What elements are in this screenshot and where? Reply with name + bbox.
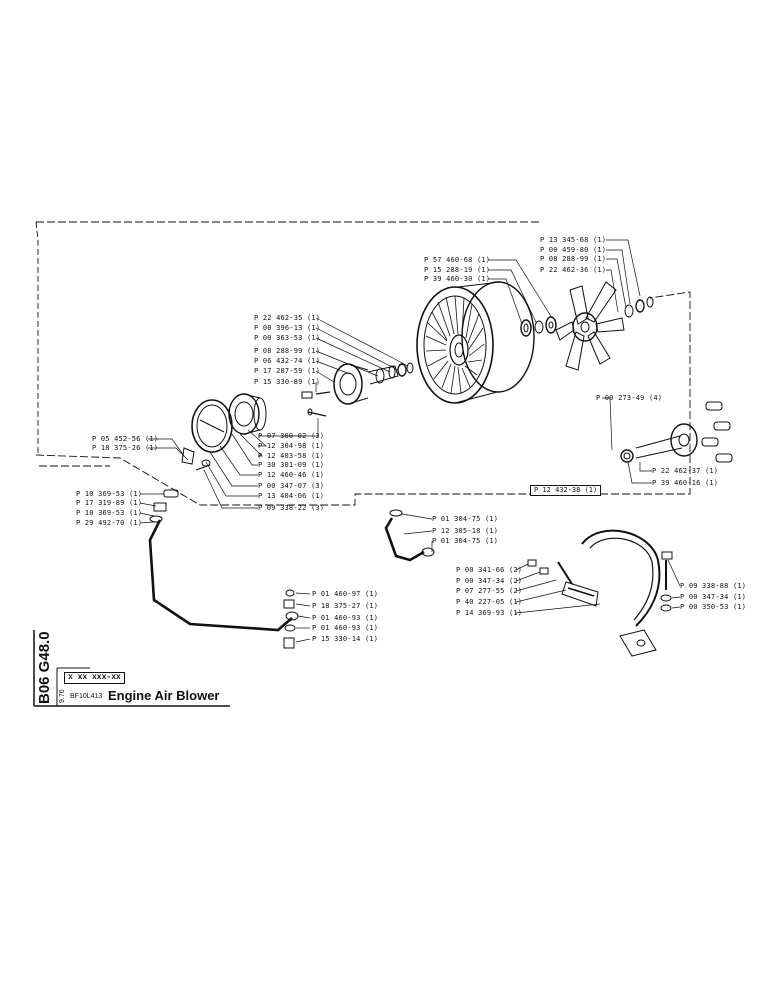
callout-p01460-93-b: P 01 460-93 (1) bbox=[312, 624, 379, 632]
callout-p13345-68: P 13 345-68 (1) bbox=[540, 236, 607, 244]
callout-p17287-59: P 17 287-59 (1) bbox=[254, 367, 321, 375]
callout-p10369-53-b: P 10 369-53 (1) bbox=[76, 509, 143, 517]
callout-p00459-80: P 00 459-80 (1) bbox=[540, 246, 607, 254]
blower-housing bbox=[416, 281, 535, 404]
callout-leaders bbox=[139, 239, 681, 643]
callout-p15288-19: P 15 288-19 (1) bbox=[424, 266, 491, 274]
callout-p10369-53: P 10 369-53 (1) bbox=[76, 490, 143, 498]
callout-p22462-37: P 22 462-37 (1) bbox=[652, 467, 719, 475]
callout-p12305-18: P 12 305-18 (1) bbox=[432, 527, 499, 535]
callout-p00347-34-b: P 00 347-34 (1) bbox=[680, 593, 747, 601]
callout-p00396-13: P 00 396-13 (1) bbox=[254, 324, 321, 332]
connector-fittings bbox=[389, 509, 435, 557]
callout-p15330-14: P 15 330-14 (1) bbox=[312, 635, 379, 643]
callout-p57460-68: P 57 460-68 (1) bbox=[424, 256, 491, 264]
assembly-frame bbox=[35, 221, 691, 506]
callout-p39460-30: P 39 460-30 (1) bbox=[424, 275, 491, 283]
callout-p22462-36: P 22 462-36 (1) bbox=[540, 266, 607, 274]
title-block-frame bbox=[33, 630, 230, 707]
callout-p00341-66: P 00 341-66 (2) bbox=[456, 566, 523, 574]
callout-p22462-35: P 22 462-35 (1) bbox=[254, 314, 321, 322]
callout-p01304-75-b: P 01 304-75 (1) bbox=[432, 537, 499, 545]
callout-p09338-88: P 09 338-88 (1) bbox=[680, 582, 747, 590]
callout-p39460-16: P 39 460-16 (1) bbox=[652, 479, 719, 487]
callout-p01304-75: P 01 304-75 (1) bbox=[432, 515, 499, 523]
callout-p09273-49: P 09 273-49 (4) bbox=[596, 394, 663, 402]
callout-p12304-98: P 12 304-98 (1) bbox=[258, 442, 325, 450]
callout-p01460-93: P 01 460-93 (1) bbox=[312, 614, 379, 622]
callout-p00347-07: P 00 347-07 (3) bbox=[258, 482, 325, 490]
callout-p08288-99-b: P 08 288-99 (1) bbox=[254, 347, 321, 355]
page-title: Engine Air Blower bbox=[108, 688, 220, 703]
spacer-rings bbox=[520, 316, 557, 337]
callout-p07300-02: P 07 300-02 (3) bbox=[258, 432, 325, 440]
front-cover bbox=[181, 393, 267, 471]
serial-range: x xx xxx-xx bbox=[64, 672, 125, 684]
callout-p18375-26: P 18 375-26 (1) bbox=[92, 444, 159, 452]
date-code: 9.76 bbox=[59, 689, 66, 703]
callout-p12460-46: P 12 460-46 (1) bbox=[258, 471, 325, 479]
drawing-code: B06 G48.0 bbox=[36, 631, 53, 704]
callout-p01460-97: P 01 460-97 (1) bbox=[312, 590, 379, 598]
callout-p15330-89: P 15 330-89 (1) bbox=[254, 378, 321, 386]
callout-p18375-27: P 18 375-27 (1) bbox=[312, 602, 379, 610]
callout-p00363-53: P 00 363-53 (1) bbox=[254, 334, 321, 342]
flange-shaft bbox=[620, 401, 733, 463]
oil-pipe bbox=[148, 519, 293, 632]
callout-p08288-99: P 08 288-99 (1) bbox=[540, 255, 607, 263]
callout-p17319-89: P 17 319-89 (1) bbox=[76, 499, 143, 507]
callout-p09338-22: P 09 338-22 (3) bbox=[258, 504, 325, 512]
callout-p30301-09: P 30 301-09 (1) bbox=[258, 461, 325, 469]
callout-p00347-34: P 00 347-34 (2) bbox=[456, 577, 523, 585]
callout-p13404-06: P 13 404-06 (1) bbox=[258, 492, 325, 500]
callout-p00350-53: P 00 350-53 (1) bbox=[680, 603, 747, 611]
callout-p12403-58: P 12 403-58 (1) bbox=[258, 452, 325, 460]
callout-p12432-38: P 12 432-38 (1) bbox=[530, 485, 602, 496]
callout-p07277-55: P 07 277-55 (2) bbox=[456, 587, 523, 595]
callout-p05452-56: P 05 452-56 (1) bbox=[92, 435, 159, 443]
callout-p14369-93: P 14 369-93 (1) bbox=[456, 609, 523, 617]
fan-impeller bbox=[555, 281, 654, 371]
model-designation: BF10L413 bbox=[70, 693, 103, 700]
callout-p29492-70: P 29 492-70 (1) bbox=[76, 519, 143, 527]
pipe-fittings bbox=[149, 489, 299, 649]
callout-p40227-05: P 40 227-05 (1) bbox=[456, 598, 523, 606]
connector-pipe bbox=[384, 517, 425, 562]
mounting-strap bbox=[527, 529, 673, 657]
callout-p06432-74: P 06 432-74 (1) bbox=[254, 357, 321, 365]
